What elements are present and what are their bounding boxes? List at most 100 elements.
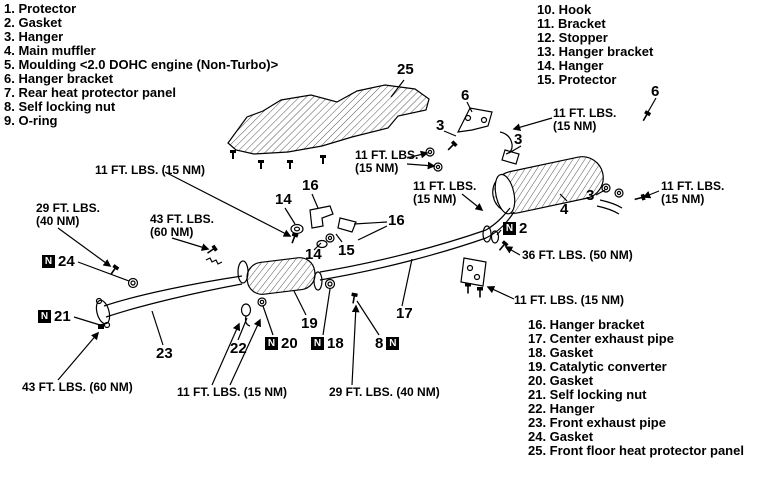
callout-number: 6 [461, 87, 470, 104]
part-callout: N 20 [265, 336, 298, 351]
torque-leader-lines [57, 117, 660, 386]
parts-list-item: 2. Gasket [4, 15, 62, 30]
part-callout: 3 [436, 118, 444, 133]
parts-list-item: 7. Rear heat protector panel [4, 85, 176, 100]
callout-number: 22 [230, 340, 247, 357]
parts-list-item: 1. Protector [4, 1, 77, 16]
parts-list-item: 14. Hanger [537, 58, 604, 73]
rear-hanger-bracket-16-art [460, 257, 487, 298]
non-reusable-icon: N [42, 255, 55, 268]
parts-list-item: 12. Stopper [537, 30, 608, 45]
part-callout: 6 [461, 88, 469, 103]
part-callout: 17 [396, 306, 413, 321]
parts-list-left: 1. Protector 2. Gasket 3. Hanger 4. Main… [4, 2, 278, 128]
part-callout: 23 [156, 346, 173, 361]
part-callout: 3 [514, 132, 522, 147]
part-callout: 14 [305, 247, 322, 262]
part-callout: 16 [388, 213, 405, 228]
callout-number: 14 [275, 191, 292, 208]
non-reusable-icon: N [503, 222, 516, 235]
part-callout: N 21 [38, 309, 71, 324]
parts-list-item: 10. Hook [537, 2, 592, 17]
part-callout: N 24 [42, 254, 75, 269]
parts-list-item: 17. Center exhaust pipe [528, 331, 674, 346]
part-callout: 6 [651, 84, 659, 99]
torque-label: 29 FT. LBS. (40 NM) [329, 385, 440, 399]
part-callout: N 2 [503, 221, 527, 236]
parts-list-item: 8. Self locking nut [4, 99, 116, 114]
callout-number: 3 [514, 131, 523, 148]
callout-number: 24 [58, 253, 75, 270]
parts-list-item: 24. Gasket [528, 429, 594, 444]
front-hanger-art [237, 303, 252, 341]
part-callout: 3 [586, 188, 594, 203]
callout-number: 18 [327, 335, 344, 352]
rear-hanger-brackets-art [425, 101, 522, 172]
center-exhaust-pipe-art [319, 229, 487, 307]
parts-list-item: 9. O-ring [4, 113, 58, 128]
callout-number: 25 [397, 61, 414, 78]
center-hanger-cluster-art [284, 193, 388, 251]
parts-list-item: 18. Gasket [528, 345, 594, 360]
part-callout: 14 [275, 192, 292, 207]
parts-list-item: 16. Hanger bracket [528, 317, 645, 332]
torque-label: 11 FT. LBS. (15 NM) [95, 163, 206, 177]
non-reusable-icon: N [311, 337, 324, 350]
part-callout: 22 [230, 341, 247, 356]
parts-list-item: 11. Bracket [537, 16, 606, 31]
torque-label: 11 FT. LBS. (15 NM) [177, 385, 288, 399]
callout-number: 19 [301, 315, 318, 332]
parts-list-item: 15. Protector [537, 72, 617, 87]
part-callout: 16 [302, 178, 319, 193]
parts-list-item: 25. Front floor heat protector panel [528, 443, 744, 458]
callout-number: 3 [586, 187, 595, 204]
torque-label: 11 FT. LBS. (15 NM) [553, 106, 617, 133]
non-reusable-icon: N [38, 310, 51, 323]
non-reusable-icon: N [386, 337, 400, 350]
callout-number: 3 [436, 117, 445, 134]
main-muffler-art [492, 97, 657, 215]
part-callout: 25 [397, 62, 414, 77]
muffler-inlet-art [482, 207, 515, 251]
torque-label: 43 FT. LBS. (60 NM) [150, 212, 215, 239]
part-callout: N 18 [311, 336, 344, 351]
catalytic-converter-art [237, 257, 380, 336]
parts-list-item: 23. Front exhaust pipe [528, 415, 666, 430]
part-callout: 19 [301, 316, 318, 331]
parts-list-item: 13. Hanger bracket [537, 44, 654, 59]
callout-number: 20 [281, 335, 298, 352]
part-callout: 4 [560, 202, 568, 217]
parts-list-item: 19. Catalytic converter [528, 359, 667, 374]
callout-number: 2 [519, 220, 528, 237]
torque-label: 11 FT. LBS. (15 NM) [355, 148, 419, 175]
front-exhaust-pipe-art [73, 244, 243, 346]
callout-number: 6 [651, 83, 660, 100]
parts-list-item: 20. Gasket [528, 373, 594, 388]
parts-list-item: 22. Hanger [528, 401, 595, 416]
torque-label: 11 FT. LBS. (15 NM) [514, 293, 625, 307]
parts-list-item: 3. Hanger [4, 29, 64, 44]
callout-number: 8 [375, 335, 384, 352]
parts-list-right: 10. Hook 11. Bracket 12. Stopper 13. Han… [537, 3, 653, 87]
torque-label: 36 FT. LBS. (50 NM) [522, 248, 633, 262]
part-callout: 15 [338, 243, 355, 258]
torque-label: 11 FT. LBS. (15 NM) [413, 179, 477, 206]
torque-label: 29 FT. LBS. (40 NM) [36, 201, 101, 228]
part-callout: 8 N [375, 335, 400, 352]
torque-label: 11 FT. LBS. (15 NM) [661, 179, 725, 206]
callout-number: 16 [388, 212, 405, 229]
parts-list-item: 21. Self locking nut [528, 387, 647, 402]
callout-number: 16 [302, 177, 319, 194]
parts-list-item: 5. Moulding <2.0 DOHC engine (Non-Turbo)… [4, 57, 279, 72]
front-floor-heat-panel-art [227, 79, 430, 169]
parts-list-item: 6. Hanger bracket [4, 71, 114, 86]
callout-number: 15 [338, 242, 355, 259]
callout-number: 23 [156, 345, 173, 362]
torque-label: 43 FT. LBS. (60 NM) [22, 380, 133, 394]
callout-number: 21 [54, 308, 71, 325]
non-reusable-icon: N [265, 337, 278, 350]
parts-list-bottom: 16. Hanger bracket 17. Center exhaust pi… [528, 318, 744, 458]
parts-list-item: 4. Main muffler [4, 43, 96, 58]
